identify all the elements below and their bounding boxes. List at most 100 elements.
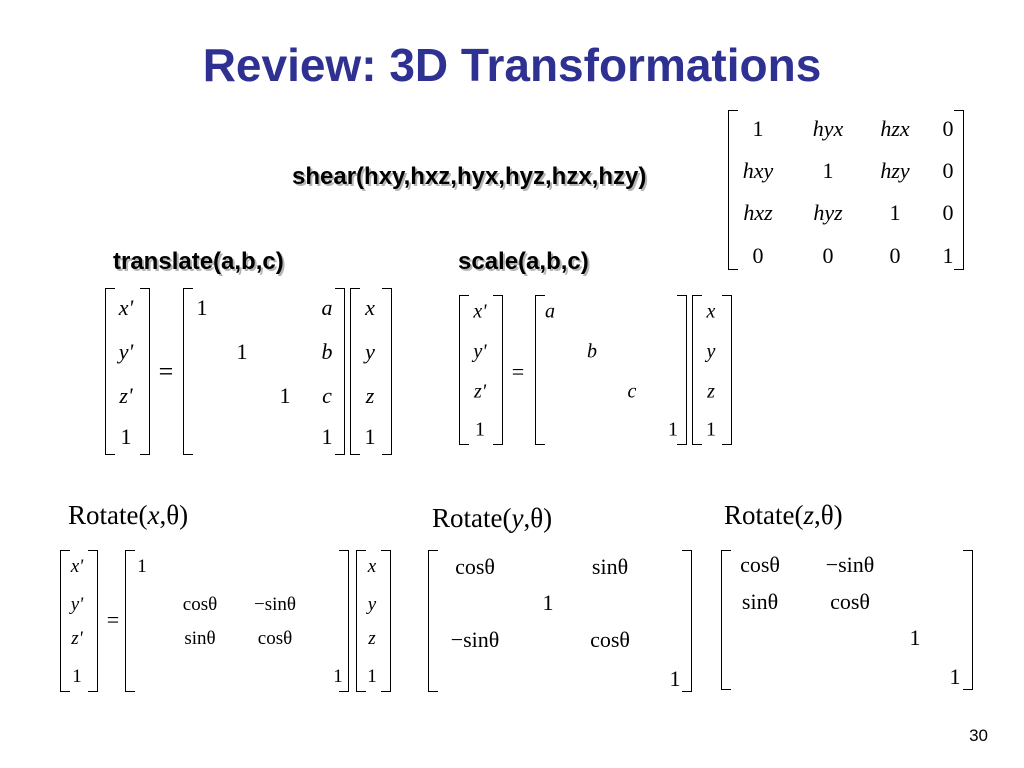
scale-label: scale(a,b,c) — [458, 248, 589, 275]
rotate-x-matrix-cell: sinθ — [184, 628, 216, 649]
rotate-y-label-axis: y — [511, 503, 524, 533]
shear-matrix-cell: 0 — [942, 200, 954, 225]
scale-lhs-bracket — [459, 295, 503, 445]
rotate-x-equals: = — [106, 607, 120, 632]
translate-equals: = — [158, 357, 174, 386]
translate-matrix-cell: 1 — [321, 424, 333, 449]
translate-matrix-cell: b — [321, 339, 333, 364]
scale-lhs-cell: x' — [473, 300, 487, 323]
rotate-x-lhs-bracket — [60, 550, 98, 692]
scale-rhs-bracket — [692, 295, 732, 445]
rotate-z-matrix-cell: 1 — [949, 664, 961, 689]
scale-rhs-cell: z — [707, 380, 715, 403]
rotate-x-lhs-cell: x' — [70, 556, 84, 577]
scale-lhs-cell: z' — [473, 380, 487, 403]
rotate-y-label-prefix: Rotate( — [432, 503, 512, 533]
rotate-x-lhs-cell: y' — [70, 594, 84, 615]
shear-matrix-cell: hxz — [743, 200, 773, 225]
rotate-z-matrix-cell: cosθ — [830, 589, 870, 614]
rotate-x-matrix-cell: cosθ — [257, 628, 293, 649]
translate-lhs-cell: z' — [119, 383, 133, 408]
translate-lhs-bracket — [105, 288, 150, 455]
rotate-y-matrix-cell: 1 — [542, 590, 554, 615]
rotate-y-matrix-cell: cosθ — [455, 554, 495, 579]
rotate-z-matrix-cell: sinθ — [741, 589, 779, 614]
translate-matrix-cell: c — [322, 383, 332, 408]
rotate-y-label: Rotate(y,θ) — [432, 503, 552, 534]
rotate-y-label-suffix: ,θ) — [523, 503, 553, 533]
translate-rhs-cell: 1 — [364, 424, 376, 449]
rotate-z-label: Rotate(z,θ) — [724, 500, 843, 531]
translate-matrix-cell: 1 — [196, 295, 208, 320]
rotate-x-label: Rotate(x,θ) — [68, 500, 188, 531]
shear-matrix-cell: 0 — [889, 243, 901, 268]
translate-lhs-cell: x' — [118, 295, 134, 320]
translate-rhs-cell: z — [365, 383, 375, 408]
rotate-x-rhs-cell: z — [368, 628, 376, 649]
rotate-z-matrix-cell: cosθ — [740, 552, 780, 577]
rotate-y-matrix-cell: cosθ — [590, 627, 630, 652]
shear-matrix-cell: 0 — [942, 116, 954, 141]
translate-rhs-bracket — [350, 288, 392, 455]
shear-matrix-cell: 0 — [752, 243, 764, 268]
rotate-z-matrix-cell: 1 — [909, 625, 921, 650]
rotate-x-matrix-cell: −sinθ — [254, 594, 296, 615]
rotate-x-lhs-cell: z' — [71, 628, 83, 649]
rotate-x-matrix-bracket — [125, 550, 349, 692]
scale-rhs-cell: y — [706, 340, 716, 363]
scale-rhs-cell: 1 — [706, 418, 716, 441]
slide-title: Review: 3D Transformations — [202, 39, 822, 91]
translate-lhs-cell: y' — [118, 339, 134, 364]
scale-matrix-cell: 1 — [668, 418, 678, 441]
shear-matrix-cell: 0 — [942, 158, 954, 183]
rotate-x-rhs-bracket — [356, 550, 391, 692]
shear-matrix-cell: hyx — [812, 116, 844, 141]
shear-matrix-cell: 1 — [822, 158, 834, 183]
translate-rhs-cell: x — [365, 295, 375, 320]
rotate-z-matrix-cell: −sinθ — [825, 552, 875, 577]
shear-matrix-cell: 1 — [942, 243, 954, 268]
scale-equals: = — [511, 359, 525, 384]
rotate-x-matrix-cell: 1 — [333, 666, 343, 687]
rotate-x-label-axis: x — [147, 500, 160, 530]
translate-matrix-cell: 1 — [279, 383, 291, 408]
scale-matrix-cell: b — [587, 340, 597, 363]
shear-matrix-cell: hzy — [880, 158, 910, 183]
scale-matrix-cell: a — [545, 300, 555, 323]
rotate-x-matrix-cell: cosθ — [182, 594, 218, 615]
shear-matrix-cell: 1 — [889, 200, 901, 225]
shear-matrix-cell: hzx — [880, 116, 910, 141]
rotate-y-matrix-bracket — [428, 550, 692, 692]
page-number: 30 — [969, 726, 988, 745]
translate-label: translate(a,b,c) — [113, 248, 284, 275]
rotate-x-label-suffix: ,θ) — [159, 500, 189, 530]
shear-matrix-cell: 1 — [752, 116, 764, 141]
translate-rhs-cell: y — [365, 339, 375, 364]
rotate-y-matrix-cell: sinθ — [591, 554, 629, 579]
scale-matrix-cell: c — [627, 380, 637, 403]
shear-matrix-cell: hxy — [742, 158, 774, 183]
rotate-z-label-axis: z — [803, 500, 814, 530]
scale-matrix-bracket — [535, 295, 687, 445]
shear-matrix-cell: 0 — [822, 243, 834, 268]
rotate-y-matrix-cell: 1 — [669, 666, 681, 691]
rotate-x-lhs-cell: 1 — [72, 666, 82, 687]
rotate-y-matrix-cell: −sinθ — [450, 627, 500, 652]
shear-matrix-cell: hyz — [813, 200, 843, 225]
translate-lhs-cell: 1 — [120, 424, 132, 449]
translate-matrix-cell: 1 — [236, 339, 248, 364]
rotate-z-matrix-bracket — [721, 550, 973, 690]
rotate-x-matrix-cell: 1 — [137, 556, 147, 577]
rotate-x-rhs-cell: x — [367, 556, 377, 577]
rotate-x-rhs-cell: y — [367, 594, 377, 615]
rotate-x-rhs-cell: 1 — [367, 666, 377, 687]
rotate-z-label-suffix: ,θ) — [814, 500, 843, 530]
scale-rhs-cell: x — [706, 300, 716, 323]
shear-matrix-bracket — [728, 110, 964, 270]
shear-label: shear(hxy,hxz,hyx,hyz,hzx,hzy) — [292, 163, 647, 190]
scale-lhs-cell: 1 — [475, 418, 485, 441]
translate-matrix-bracket — [183, 288, 345, 455]
translate-matrix-cell: a — [321, 295, 333, 320]
scale-lhs-cell: y' — [473, 340, 487, 363]
rotate-z-label-prefix: Rotate( — [724, 500, 804, 530]
